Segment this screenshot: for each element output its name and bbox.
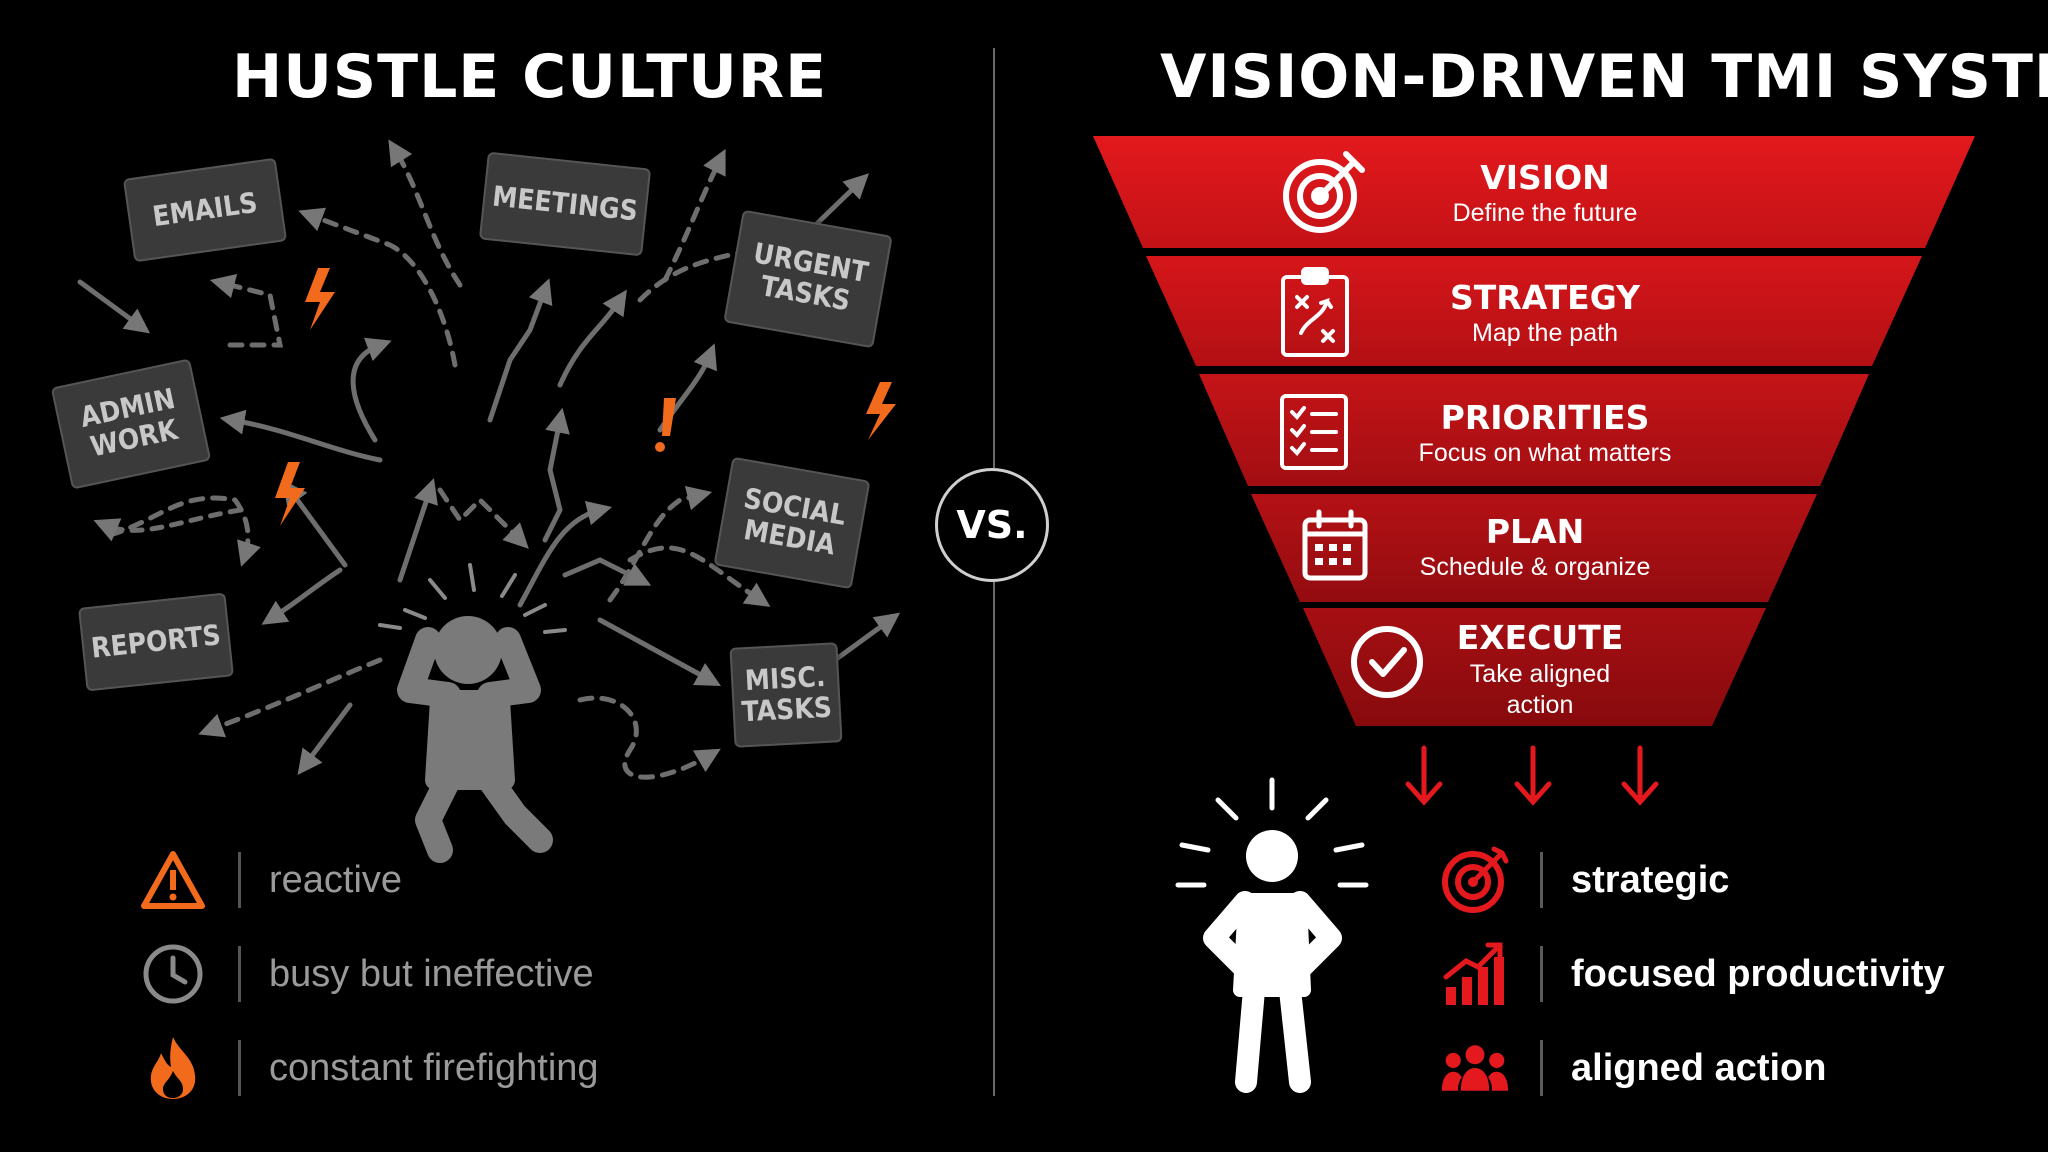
chaos-arrow [597,617,721,686]
funnel-tier-strategy [1146,256,1922,366]
lightning-icon [305,268,335,330]
chaos-arrow [437,487,529,549]
tier-desc: Schedule & organize [1419,553,1651,581]
trait-label: busy but ineffective [269,952,594,995]
chaos-arrow [297,702,353,775]
tier-priorities: PRIORITIES Focus on what matters [1380,398,1710,468]
chaos-arrow [557,289,627,388]
team-icon [1440,1033,1510,1103]
vs-badge: VS. [935,468,1049,582]
chaos-arrow [209,273,284,348]
tier-name: VISION [1480,158,1610,197]
chaos-arrow [219,409,383,463]
trait-firefighting: constant firefighting [138,1037,599,1099]
target-icon [1283,151,1365,233]
shine-lines [1175,777,1369,888]
lightning-icon [275,462,305,526]
chaos-arrow [261,567,343,625]
exclamation-icon [655,398,676,452]
chaos-arrow [198,657,383,738]
checklist-icon [1280,394,1348,470]
chaos-arrow [542,407,570,543]
tier-plan: PLAN Schedule & organize [1385,512,1685,582]
chaos-arrow [487,278,553,423]
trait-strategic: strategic [1440,846,1730,913]
left-title: HUSTLE CULTURE [232,42,828,112]
right-title: VISION-DRIVEN TMI SYSTEM [1160,42,2048,112]
chaos-arrow [107,495,261,567]
warning-icon [138,845,208,915]
funnel-tier-priorities [1199,374,1869,486]
funnel-tier-plan [1251,494,1817,602]
chaos-arrow [350,337,392,443]
tier-name: PRIORITIES [1440,398,1650,437]
check-circle-icon [1351,626,1423,698]
trait-productivity: focused productivity [1440,942,1945,1005]
fire-icon [138,1033,208,1103]
chaos-arrow [577,695,721,780]
tier-desc: Focus on what matters [1418,439,1672,467]
divider-top [993,48,995,468]
chaos-arrow [517,500,613,608]
trait-aligned: aligned action [1440,1038,1826,1098]
growth-chart-icon [1440,939,1510,1009]
chaos-arrow [562,557,652,586]
clipboard-strategy-icon [1281,267,1349,357]
funnel-tier-execute [1303,608,1766,726]
chaos-arrow [77,279,151,334]
chaos-arrow [607,485,713,603]
confident-person-icon [1203,830,1342,1093]
trait-label: strategic [1571,858,1730,901]
chaos-arrow [282,479,348,568]
clock-icon [138,939,208,1009]
tier-vision: VISION Define the future [1400,158,1690,228]
trait-label: constant firefighting [269,1046,599,1089]
chaos-arrow [298,207,458,368]
chaos-arrow [662,148,726,283]
trait-label: focused productivity [1571,952,1945,995]
chaos-arrow [627,545,771,607]
trait-label: reactive [269,858,403,901]
trait-busy: busy but ineffective [138,944,594,1004]
tier-desc: Map the path [1472,319,1618,347]
chaos-arrow [832,612,901,663]
tier-name: STRATEGY [1450,278,1640,317]
trait-reactive: reactive [138,850,402,910]
target-icon [1440,845,1510,915]
calendar-icon [1302,509,1368,581]
stressed-person-icon [397,616,553,863]
stress-lines [378,563,567,634]
trait-label: aligned action [1571,1046,1827,1089]
divider-bottom [993,576,995,1096]
chaos-arrow [388,139,463,288]
tier-name: PLAN [1485,512,1585,551]
lightning-icon [866,382,896,440]
tier-desc: Take aligned action [1469,660,1611,720]
chaos-arrow [93,507,243,542]
chaos-arrows [77,139,901,863]
tier-strategy: STRATEGY Map the path [1400,278,1690,348]
tier-name: EXECUTE [1456,618,1624,657]
chaos-arrow [397,478,438,583]
down-arrows [1405,745,1659,806]
tier-desc: Define the future [1452,199,1638,227]
tier-execute: EXECUTE Take aligned action [1420,618,1660,722]
